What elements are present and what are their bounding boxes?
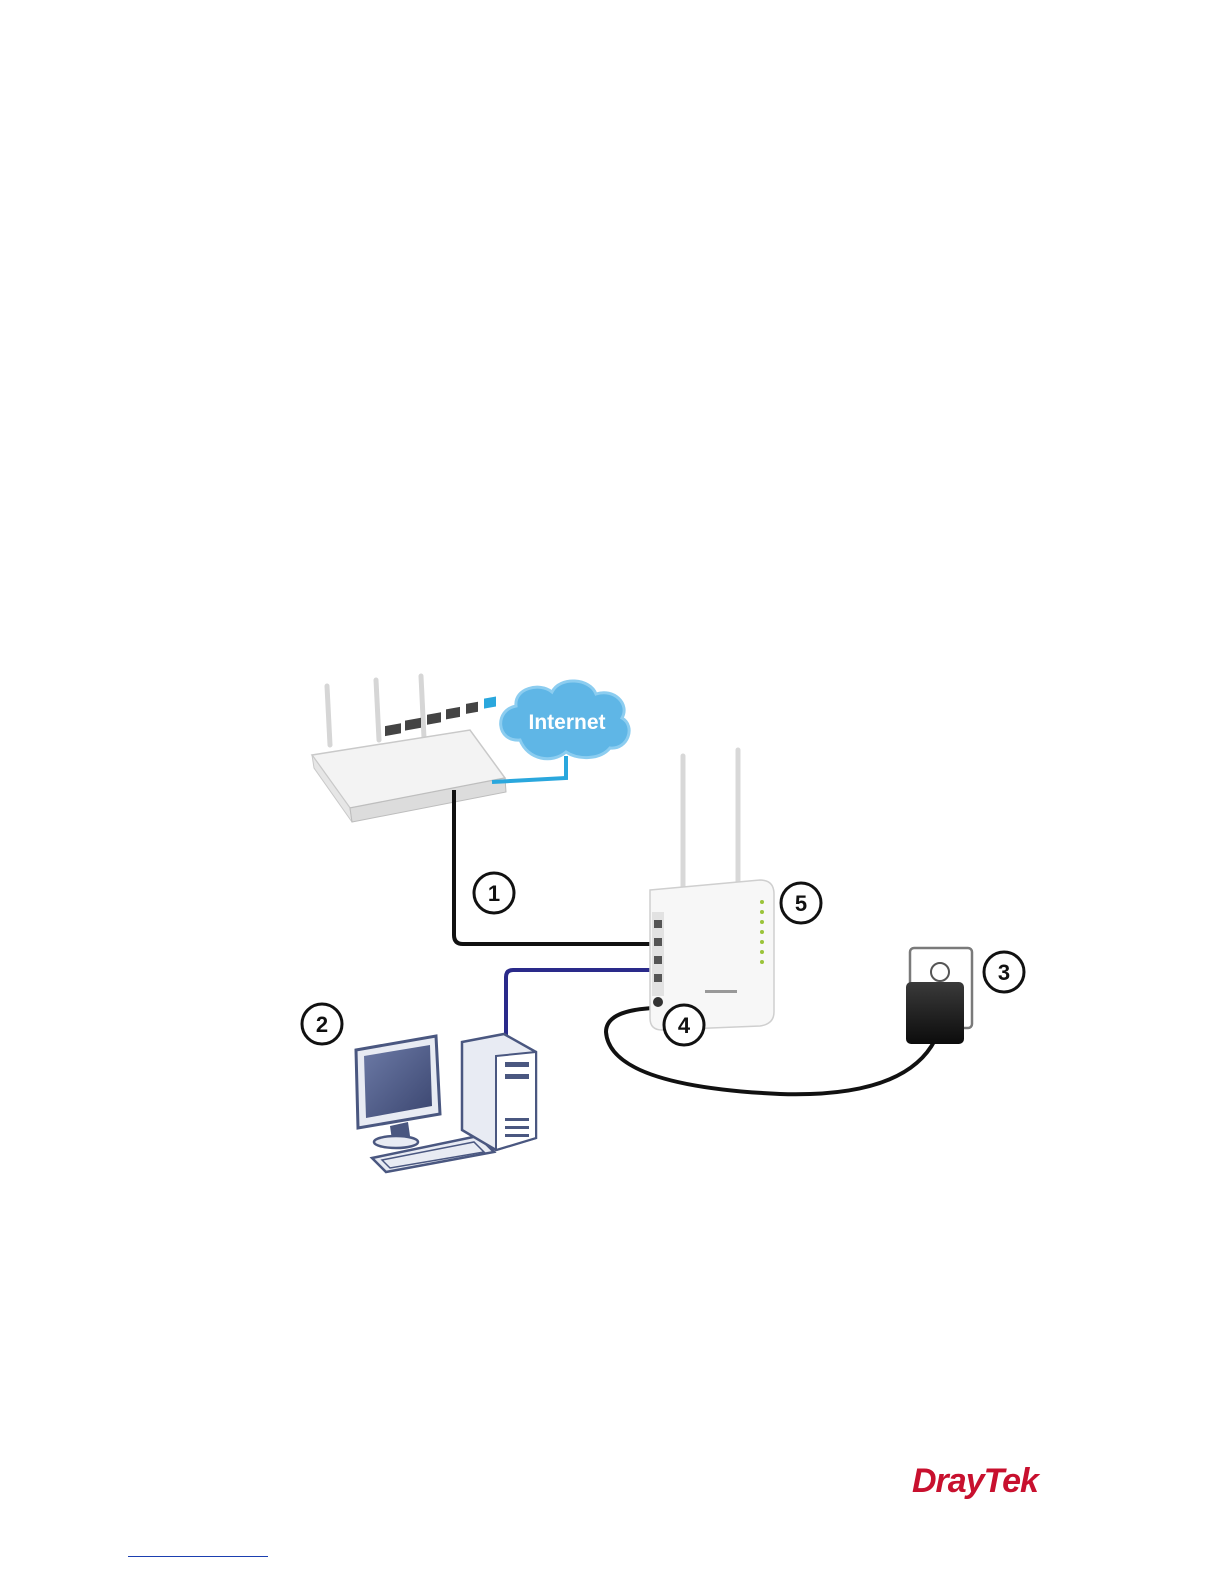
access-point-device	[650, 750, 774, 1030]
power-adapter	[906, 948, 972, 1044]
callout-2: 2	[302, 1004, 342, 1044]
computer-device	[356, 1034, 536, 1172]
callout-4: 4	[664, 1005, 704, 1045]
footer-rule	[128, 1556, 268, 1557]
callout-2-label: 2	[316, 1012, 328, 1037]
callout-5-label: 5	[795, 891, 807, 916]
internet-cloud: Internet	[501, 681, 629, 759]
callout-4-label: 4	[678, 1013, 691, 1038]
callout-1: 1	[474, 873, 514, 913]
callout-1-label: 1	[488, 881, 500, 906]
router-device	[312, 676, 506, 822]
draytek-logo: DrayTek	[912, 1462, 1038, 1501]
internet-label: Internet	[528, 711, 605, 734]
callout-3: 3	[984, 952, 1024, 992]
lan-cable-router-to-ap	[454, 790, 655, 944]
lan-cable-pc-to-ap	[506, 970, 655, 1035]
callout-3-label: 3	[998, 960, 1010, 985]
callout-5: 5	[781, 883, 821, 923]
